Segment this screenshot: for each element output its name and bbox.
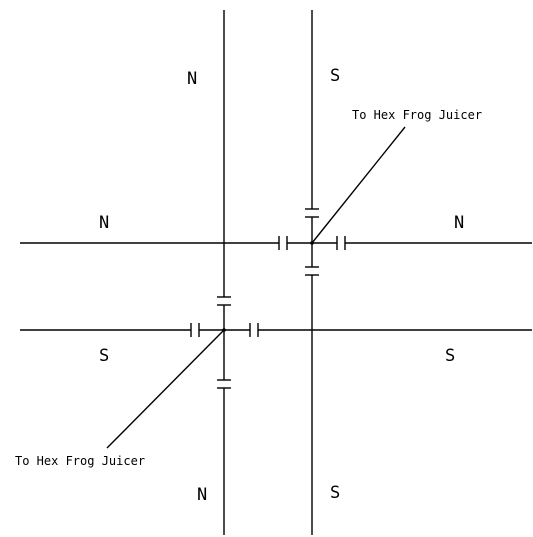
juicer-label-top: To Hex Frog Juicer xyxy=(352,108,482,122)
pole-label-top-left: N xyxy=(187,69,197,89)
pole-label-bottom-right: S xyxy=(330,483,340,503)
leader-line-bottom xyxy=(106,329,225,449)
juicer-label-bottom: To Hex Frog Juicer xyxy=(15,454,145,468)
capacitor-top-junction-left xyxy=(278,236,288,250)
pole-label-bottom-left: N xyxy=(197,485,207,505)
leader-line-top xyxy=(311,126,406,244)
pole-label-mid-left: N xyxy=(99,213,109,233)
capacitor-top-junction-up xyxy=(305,208,319,218)
capacitor-bottom-junction-down xyxy=(217,379,231,389)
pole-label-low-right: S xyxy=(445,346,455,366)
pole-label-mid-right: N xyxy=(454,213,464,233)
capacitor-top-junction-right xyxy=(336,236,346,250)
capacitor-bottom-junction-up xyxy=(217,296,231,306)
capacitor-top-junction-down xyxy=(305,266,319,276)
capacitor-bottom-junction-left xyxy=(190,323,200,337)
pole-label-low-left: S xyxy=(99,346,109,366)
pole-label-top-right: S xyxy=(330,66,340,86)
capacitor-bottom-junction-right xyxy=(249,323,259,337)
